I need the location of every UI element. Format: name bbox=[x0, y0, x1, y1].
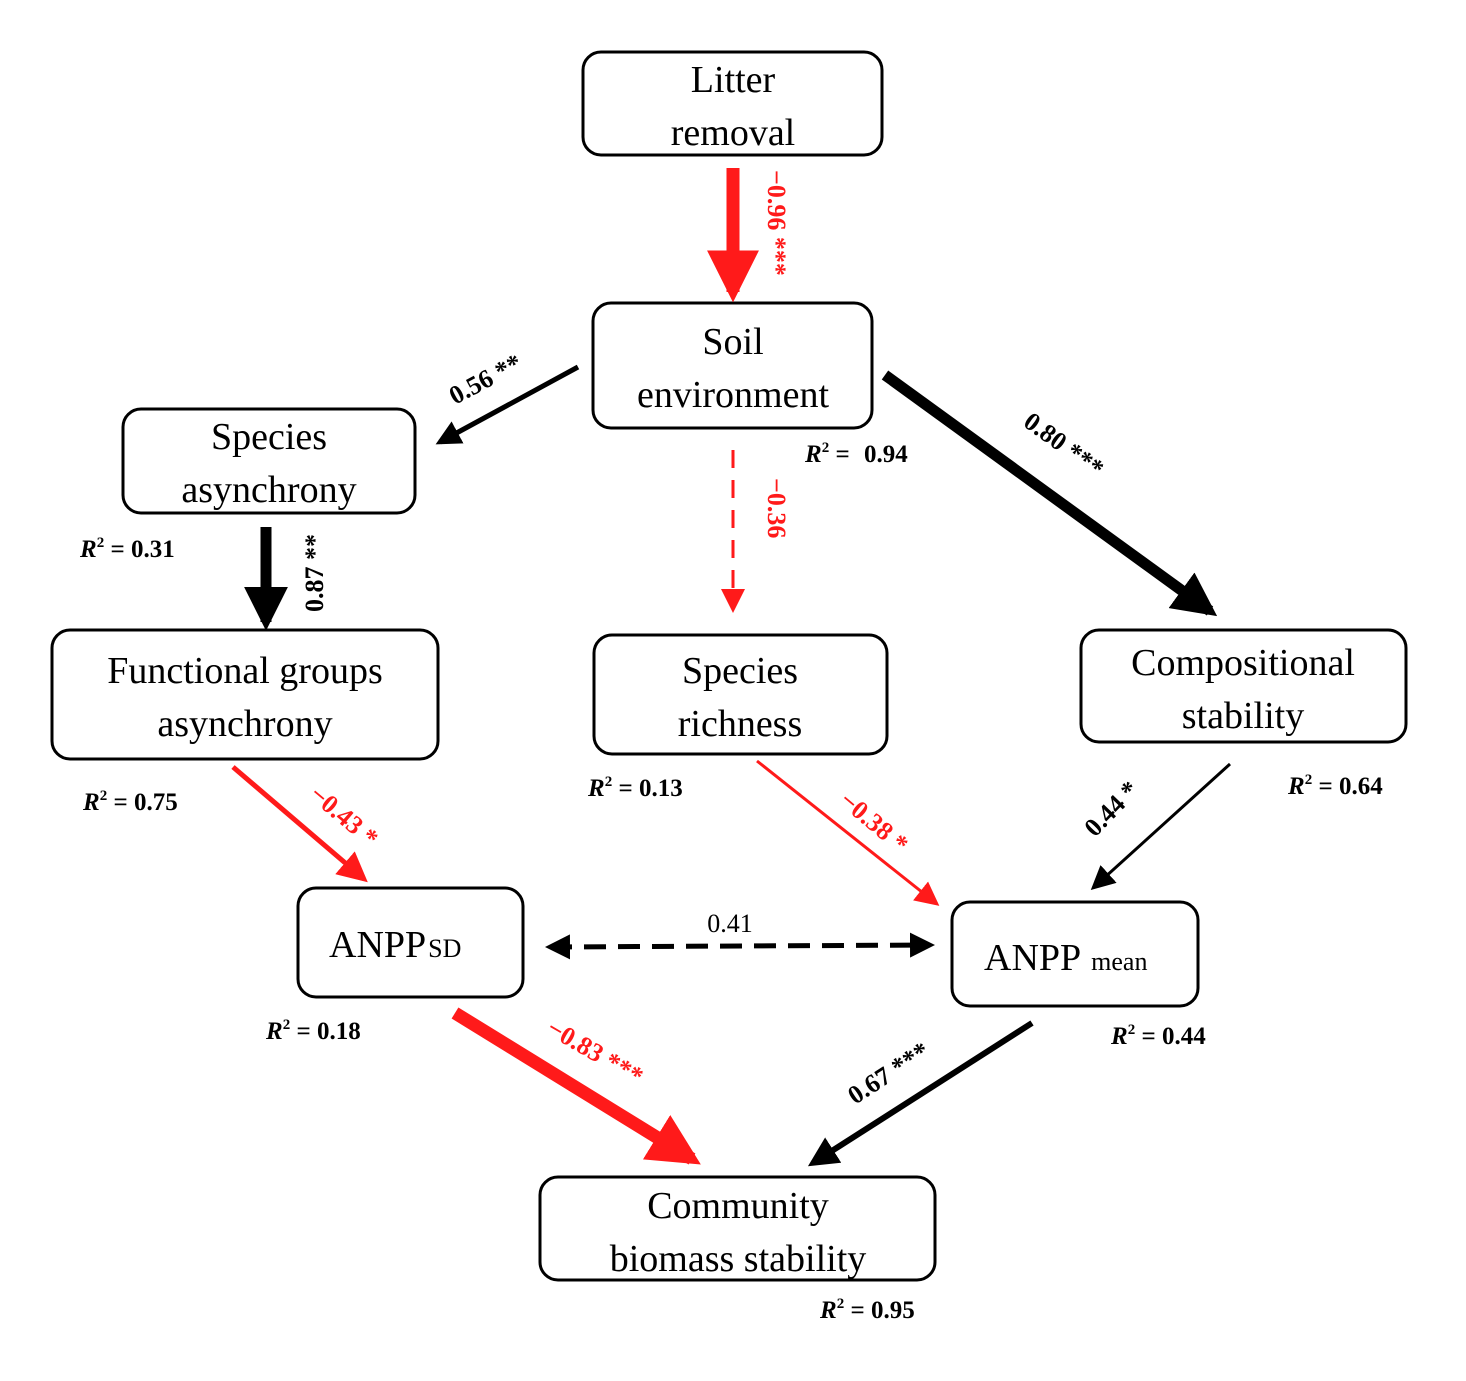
r2-anpp-mean: R2 = 0.44 bbox=[1110, 1022, 1206, 1050]
r2-compositional: R2 = 0.64 bbox=[1287, 772, 1383, 800]
node-fg-line1: Functional groups bbox=[107, 650, 382, 692]
node-species-richness: Species richness bbox=[592, 633, 889, 756]
coef-soil-compositional: 0.80 *** bbox=[1018, 406, 1109, 483]
r2-community: R2 = 0.95 bbox=[819, 1296, 915, 1324]
node-functional-groups-asynchrony: Functional groups asynchrony bbox=[50, 628, 440, 761]
node-comp-line1: Compositional bbox=[1131, 642, 1355, 684]
node-soil-line1: Soil bbox=[702, 321, 763, 363]
node-comp-line2: stability bbox=[1182, 695, 1304, 737]
r2-richness: R2 = 0.13 bbox=[587, 774, 683, 802]
node-richness-line1: Species bbox=[682, 650, 798, 692]
node-community-line2: biomass stability bbox=[610, 1238, 867, 1280]
r2-species-async: R2 = 0.31 bbox=[79, 535, 175, 563]
node-anpp-sd-label: ANPPSD bbox=[329, 924, 461, 966]
arrow-anpp-sd-community bbox=[451, 1007, 701, 1165]
arrow-soil-species-async bbox=[435, 364, 580, 445]
arrow-compositional-anpp-mean bbox=[1090, 762, 1232, 891]
node-species-async-line1: Species bbox=[211, 416, 327, 458]
node-community-biomass-stability: Community biomass stability bbox=[538, 1175, 937, 1282]
node-anpp-mean: ANPP mean bbox=[950, 900, 1200, 1008]
arrow-fg-anpp-sd bbox=[231, 765, 368, 883]
coef-soil-richness: −0.36 bbox=[762, 478, 791, 538]
r2-anpp-sd: R2 = 0.18 bbox=[265, 1017, 361, 1045]
arrow-anpp-sd-anpp-mean bbox=[545, 932, 935, 960]
node-species-asynchrony: Species asynchrony bbox=[121, 407, 417, 515]
arrow-anpp-mean-community bbox=[807, 1020, 1034, 1167]
node-soil-environment: Soil environment bbox=[591, 301, 874, 430]
node-anpp-sd-sub: SD bbox=[428, 934, 461, 963]
node-richness-line2: richness bbox=[678, 703, 803, 745]
node-anpp-mean-label: ANPP mean bbox=[984, 937, 1147, 979]
node-anpp-mean-main: ANPP bbox=[984, 937, 1081, 979]
r2-fg-async: R2 = 0.75 bbox=[82, 788, 178, 816]
coef-species-async-fg: 0.87 ** bbox=[300, 534, 329, 612]
node-compositional-stability: Compositional stability bbox=[1079, 628, 1408, 744]
coef-compositional-anpp-mean: 0.44 * bbox=[1078, 775, 1144, 842]
node-soil-line2: environment bbox=[637, 374, 830, 416]
node-litter-removal: Litter removal bbox=[581, 50, 884, 157]
node-anpp-sd: ANPPSD bbox=[296, 886, 525, 999]
node-species-async-line2: asynchrony bbox=[181, 469, 356, 511]
coef-litter-soil: −0.96 *** bbox=[762, 170, 791, 276]
node-fg-line2: asynchrony bbox=[157, 703, 332, 745]
arrow-richness-anpp-mean bbox=[756, 759, 940, 906]
arrow-soil-compositional bbox=[881, 370, 1218, 617]
node-litter-line2: removal bbox=[671, 112, 796, 154]
coef-richness-anpp-mean: −0.38 * bbox=[834, 785, 914, 859]
node-litter-line1: Litter bbox=[691, 59, 776, 101]
r2-soil: R2 = 0.94 bbox=[804, 440, 908, 468]
coef-fg-anpp-sd: −0.43 * bbox=[304, 779, 384, 853]
node-anpp-sd-main: ANPP bbox=[329, 924, 426, 966]
coef-anpp-sd-anpp-mean: 0.41 bbox=[707, 909, 753, 938]
node-community-line1: Community bbox=[647, 1185, 829, 1227]
coef-anpp-mean-community: 0.67 *** bbox=[842, 1036, 934, 1110]
node-anpp-mean-sub: mean bbox=[1091, 947, 1147, 976]
